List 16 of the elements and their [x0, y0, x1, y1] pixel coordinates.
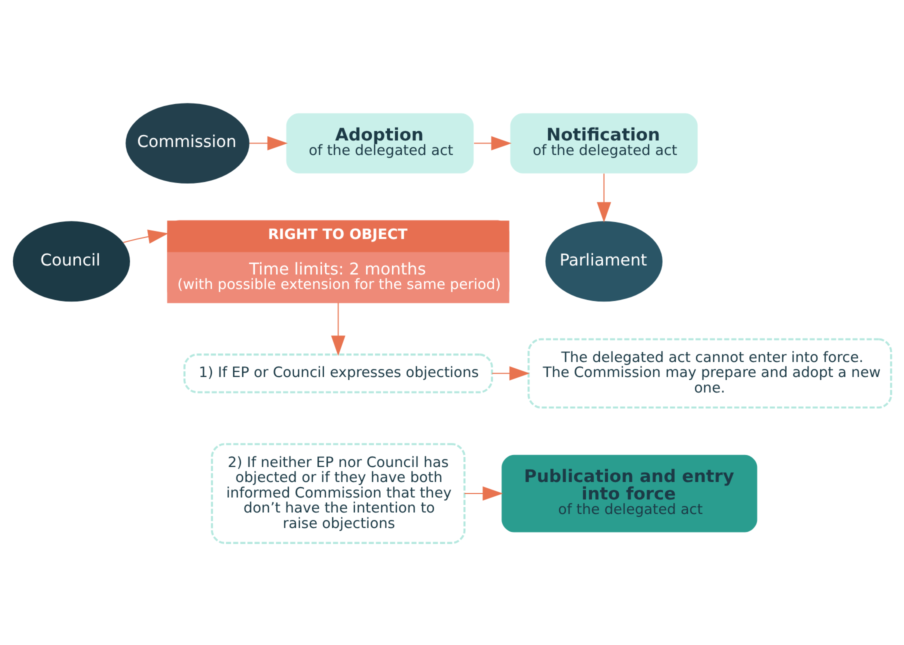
node-box: Adoption of the delegated act	[286, 112, 474, 173]
node-box: The delegated act cannot enter into force. The Commission may prepare and adopt a new one.	[528, 338, 892, 408]
node-ellipse: Parliament	[545, 220, 662, 302]
node-box: 2) If neither EP nor Council has objected or if they have both informed Commission that they don’t have the intention to raise objections	[210, 442, 466, 544]
arrow	[250, 136, 288, 150]
arrow	[464, 486, 504, 500]
node-ellipse: Commission	[126, 102, 250, 183]
node-box: Publication and entry into force of the delegated act	[502, 454, 758, 532]
arrow	[123, 229, 168, 244]
node-box: 1) If EP or Council expresses objections	[183, 353, 493, 393]
node-ellipse: Council	[12, 220, 130, 302]
arrow	[596, 173, 612, 222]
arrow	[331, 302, 346, 356]
node-box: Notification of the delegated act	[510, 112, 698, 173]
arrow	[492, 366, 530, 380]
arrow	[474, 136, 512, 150]
